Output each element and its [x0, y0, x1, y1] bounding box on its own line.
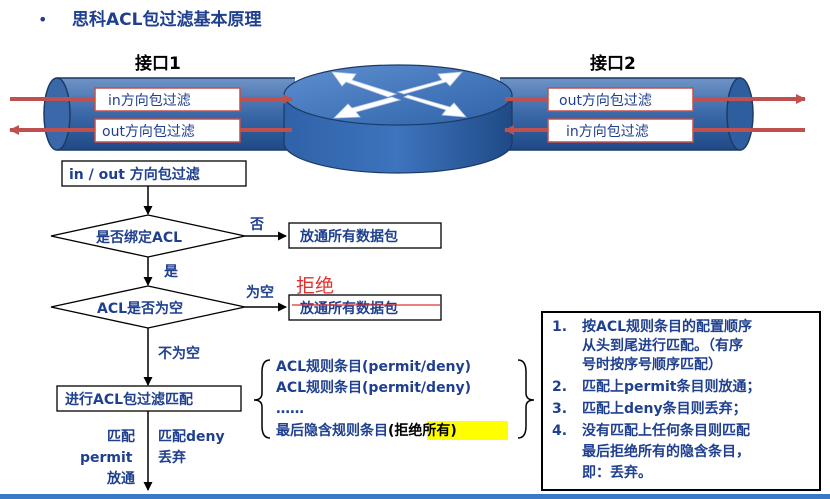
svg-text:in方向包过滤: in方向包过滤: [108, 93, 191, 109]
note-4-line-2: 最后拒绝所有的隐含条目，: [582, 443, 750, 460]
note-num-4: 4.: [552, 423, 567, 439]
interface2-label: 接口2: [590, 53, 636, 74]
rule-item-1: ACL规则条目(permit/deny): [276, 358, 471, 375]
note-1-line-1: 按ACL规则条目的配置顺序: [582, 318, 752, 335]
svg-text:匹配: 匹配: [107, 429, 135, 445]
decision2-empty-label: 为空: [246, 284, 274, 301]
filter-box-left-in: in方向包过滤: [94, 87, 241, 112]
title-bullet: •: [38, 10, 47, 29]
rule-item-last: 最后隐含规则条目(拒绝所有): [276, 422, 457, 439]
acl-rules-list: ACL规则条目(permit/deny) ACL规则条目(permit/deny…: [253, 358, 535, 440]
svg-text:丢弃: 丢弃: [158, 449, 186, 466]
right-brace: [517, 359, 535, 439]
svg-text:放通: 放通: [106, 470, 135, 487]
pass-box-1: [288, 222, 442, 249]
handwritten-reject-note: 拒绝: [296, 275, 334, 297]
rule-item-ellipsis: ……: [276, 401, 304, 417]
pass-text-1: 放通所有数据包: [299, 228, 398, 245]
decision1-yes-label: 是: [164, 264, 179, 280]
bottom-divider: [0, 494, 830, 499]
svg-text:in方向包过滤: in方向包过滤: [566, 124, 649, 140]
pass-box-2: [288, 294, 442, 321]
router-icon: [283, 64, 513, 174]
note-1-line-3: 号时按序号顺序匹配）: [582, 356, 722, 373]
page-title: 思科ACL包过滤基本原理: [72, 9, 261, 30]
decision1-text: 是否绑定ACL: [96, 229, 182, 246]
process-box: [56, 385, 242, 412]
rule-item-2: ACL规则条目(permit/deny): [276, 379, 471, 396]
svg-text:匹配deny: 匹配deny: [158, 429, 225, 445]
note-num-1: 1.: [552, 319, 567, 335]
decision1-no-label: 否: [249, 217, 264, 233]
filter-box-right-in: in方向包过滤: [547, 118, 694, 143]
start-box: [61, 160, 247, 187]
filter-box-right-out: out方向包过滤: [547, 87, 694, 112]
note-num-3: 3.: [552, 401, 567, 417]
left-brace: [253, 359, 271, 439]
notes-box: 1. 按ACL规则条目的配置顺序 从头到尾进行匹配。（有序 号时按序号顺序匹配）…: [541, 311, 821, 491]
title-block: • 思科ACL包过滤基本原理: [38, 9, 261, 30]
note-4-line-3: 即：丢弃。: [582, 464, 652, 481]
note-2-line-1: 匹配上permit条目则放通；: [582, 378, 761, 395]
svg-text:out方向包过滤: out方向包过滤: [559, 93, 652, 109]
process-text: 进行ACL包过滤匹配: [65, 391, 193, 408]
highlight-deny-all: [427, 421, 508, 440]
match-deny-label: 匹配deny 丢弃: [158, 429, 225, 466]
pass-text-2: 放通所有数据包: [299, 300, 398, 317]
svg-text:out方向包过滤: out方向包过滤: [102, 124, 195, 140]
svg-text:permit: permit: [80, 450, 133, 466]
note-num-2: 2.: [552, 379, 567, 395]
decision2-not-empty-label: 不为空: [158, 345, 200, 362]
flowchart: in / out 方向包过滤 是否绑定ACL 否 放通所有数据包 是 ACL是否…: [50, 160, 442, 491]
match-permit-label: 匹配 permit 放通: [80, 429, 135, 487]
note-3-line-1: 匹配上deny条目则丢弃；: [582, 400, 747, 417]
decision2-text: ACL是否为空: [97, 300, 183, 317]
note-4-line-1: 没有匹配上任何条目则匹配: [582, 422, 750, 439]
note-1-line-2: 从头到尾进行匹配。（有序: [582, 337, 743, 354]
start-text: in / out 方向包过滤: [69, 166, 200, 183]
filter-box-left-out: out方向包过滤: [94, 118, 241, 143]
interface1-label: 接口1: [135, 53, 181, 74]
